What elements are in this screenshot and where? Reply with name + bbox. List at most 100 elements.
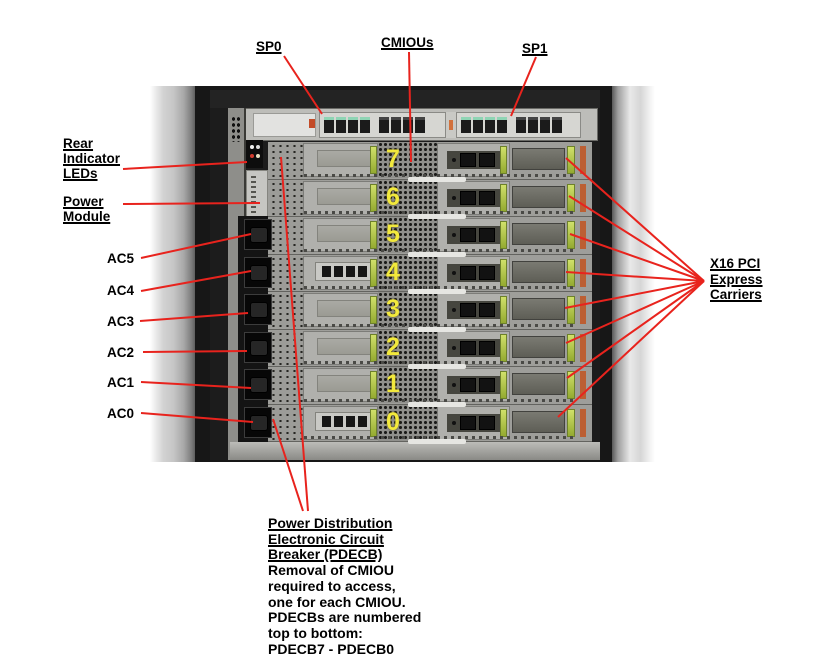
- network-port: [479, 228, 495, 242]
- green-latch: [370, 146, 377, 174]
- carrier-orange-strip: [580, 408, 586, 437]
- sp-network-port: [391, 117, 401, 133]
- label-sp1: SP1: [522, 41, 548, 56]
- sp-tray: [240, 108, 598, 141]
- network-port: [460, 415, 476, 430]
- ac-power-inlet: [244, 406, 272, 438]
- vent-grille: 5: [378, 217, 437, 253]
- chassis-top-band: [210, 90, 600, 108]
- label-sp0: SP0: [256, 39, 282, 54]
- carrier-orange-strip: [580, 258, 586, 287]
- port-recess: [447, 413, 500, 432]
- handle-tab: [408, 439, 466, 444]
- cmiou-right-module: [437, 405, 510, 440]
- label-ac1: AC1: [107, 375, 135, 390]
- ac-power-inlet: [244, 256, 272, 288]
- blank-panel: [317, 225, 371, 242]
- label-ac2: AC2: [107, 345, 135, 360]
- pdecb-panel: [270, 143, 303, 177]
- ethernet-port: [321, 415, 331, 427]
- vent-strip: [304, 286, 574, 289]
- sp-network-port: [540, 117, 550, 133]
- sp-network-port: [360, 117, 370, 133]
- green-latch: [500, 333, 507, 362]
- label-ac0: AC0: [107, 406, 135, 421]
- pdecb-panel: [270, 293, 303, 327]
- handle-tab: [408, 364, 466, 369]
- note-line: PDECB7 - PDECB0: [268, 640, 395, 657]
- x16-pci-carrier: [510, 217, 567, 253]
- port-recess: [447, 226, 500, 244]
- led-indicator: [256, 154, 260, 158]
- vent-strip: [304, 173, 574, 177]
- label-line: Rear: [63, 136, 94, 151]
- ethernet-port: [333, 415, 343, 427]
- ethernet-port: [357, 415, 367, 427]
- carrier-panel: [512, 260, 565, 283]
- led-dot: [452, 233, 456, 237]
- ethernet-port: [333, 265, 343, 277]
- cmiou-left-module: [303, 218, 378, 252]
- cmiou-right-module: [437, 218, 510, 252]
- ethernet-port-block: [315, 411, 373, 431]
- vent-grille: 0: [378, 404, 437, 441]
- green-latch: [567, 221, 575, 249]
- sp-network-port: [552, 117, 562, 133]
- sp-network-port: [403, 117, 413, 133]
- port-recess: [447, 376, 500, 394]
- vent-grille: 7: [378, 142, 437, 178]
- sp-network-port: [336, 117, 346, 133]
- label-cmious: CMIOUs: [381, 35, 434, 50]
- x16-pci-carrier: [510, 405, 567, 441]
- green-latch: [567, 183, 575, 212]
- green-latch: [567, 146, 575, 174]
- label-line: Indicator: [63, 151, 121, 166]
- slot-number: 0: [386, 407, 400, 436]
- sp-network-port: [324, 117, 334, 133]
- network-port: [460, 303, 476, 317]
- led-indicator: [256, 145, 260, 149]
- network-port: [479, 190, 495, 205]
- led-dot: [452, 158, 456, 162]
- green-latch: [567, 408, 575, 437]
- green-latch: [500, 371, 507, 399]
- green-latch: [370, 408, 377, 437]
- slot-number: 2: [386, 332, 400, 361]
- vent-strip: [304, 323, 574, 327]
- x16-pci-carrier: [510, 255, 567, 291]
- led-dot: [452, 345, 456, 350]
- led-dot: [452, 195, 456, 200]
- green-latch: [370, 296, 377, 324]
- vent-grille: 2: [378, 329, 437, 366]
- handle-tab: [408, 401, 466, 407]
- green-latch: [567, 371, 575, 399]
- green-latch: [370, 183, 377, 212]
- label-ac4: AC4: [107, 283, 135, 298]
- cmiou-slot-row-1: 1: [268, 367, 592, 407]
- vent-grille: 4: [378, 254, 437, 291]
- handle-tab: [408, 289, 466, 294]
- green-latch: [500, 408, 507, 437]
- blank-panel: [317, 337, 371, 355]
- note-line: top to bottom:: [268, 624, 363, 641]
- blank-panel: [317, 187, 371, 205]
- label-line: LEDs: [63, 166, 98, 181]
- note-line: Electronic Circuit: [268, 530, 384, 547]
- sp-blank-panel: [253, 113, 316, 137]
- pdecb-note: Power Distribution Electronic Circuit Br…: [268, 515, 421, 657]
- slot-number: 5: [386, 219, 400, 248]
- cmiou-slot-row-3: 3: [268, 292, 592, 332]
- cmiou-left-module: [303, 405, 378, 440]
- cmiou-right-module: [437, 180, 510, 215]
- green-latch: [567, 296, 575, 324]
- network-port: [479, 378, 495, 392]
- carrier-panel: [512, 410, 565, 433]
- blank-panel: [317, 150, 371, 167]
- vent-strip: [304, 211, 574, 214]
- sp-network-port: [528, 117, 538, 133]
- pdecb-panel: [270, 330, 303, 365]
- cmiou-slot-row-2: 2: [268, 329, 592, 369]
- green-latch: [500, 258, 507, 287]
